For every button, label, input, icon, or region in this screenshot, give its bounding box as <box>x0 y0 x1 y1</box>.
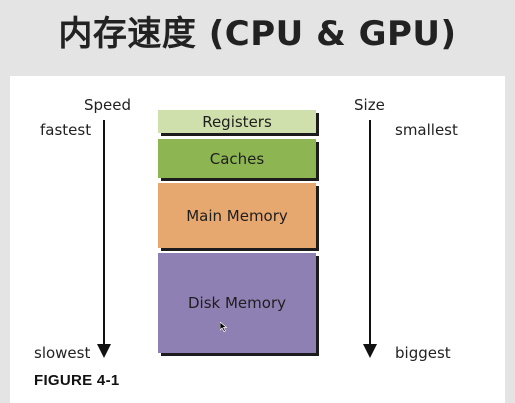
slowest-label: slowest <box>34 344 91 362</box>
size-label: Size <box>354 96 385 114</box>
figure-caption: FIGURE 4-1 <box>34 372 120 389</box>
smallest-label: smallest <box>395 121 458 139</box>
main-memory-block: Main Memory <box>158 183 316 248</box>
speed-label: Speed <box>84 96 132 114</box>
size-arrow-icon <box>363 120 377 358</box>
fastest-label: fastest <box>40 121 92 139</box>
disk-memory-block: Disk Memory <box>158 253 316 353</box>
caches-block: Caches <box>158 139 316 178</box>
diagram-panel: Speed fastest slowest Registers Caches M… <box>10 76 505 403</box>
speed-arrow-icon <box>97 120 111 358</box>
registers-block: Registers <box>158 110 316 133</box>
slide-title: 内存速度 (CPU & GPU) <box>58 14 457 54</box>
mouse-cursor-icon <box>220 322 228 332</box>
biggest-label: biggest <box>395 344 451 362</box>
